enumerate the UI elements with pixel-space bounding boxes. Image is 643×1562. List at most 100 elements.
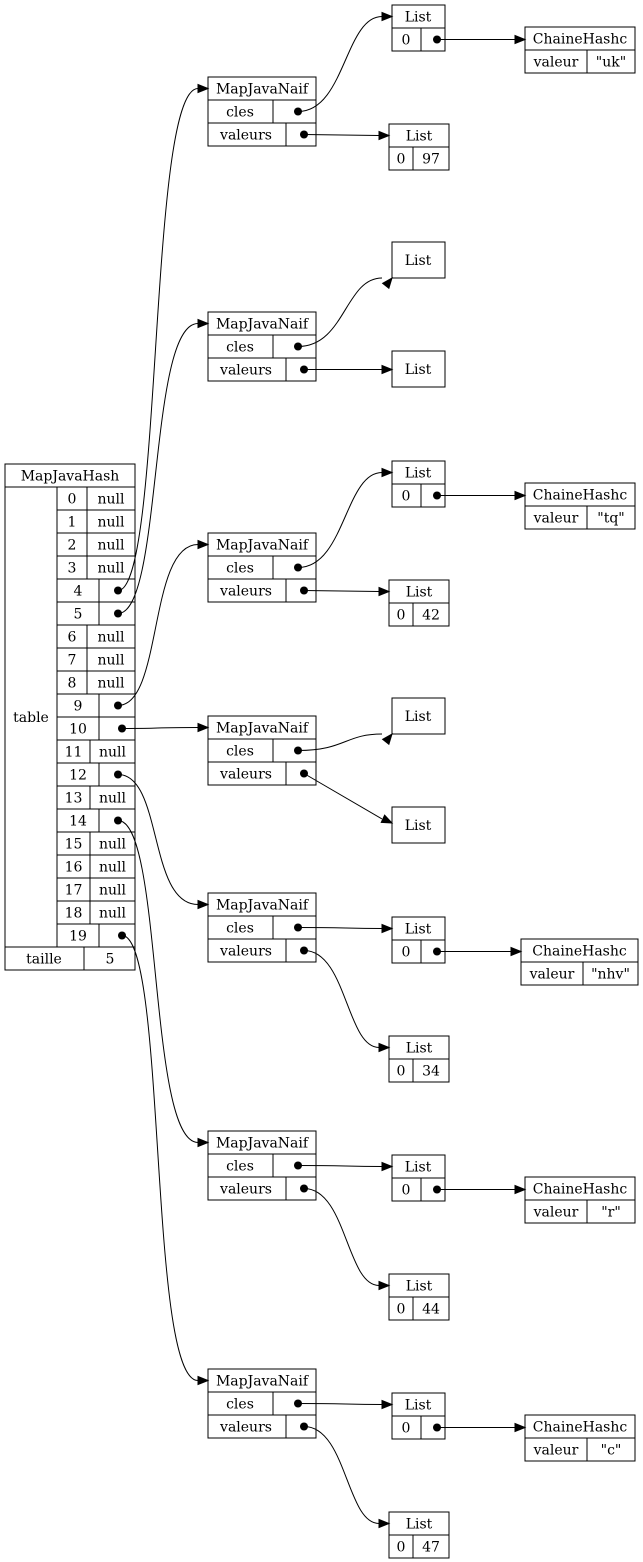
list-value: 47: [422, 1540, 440, 1556]
list-index: 0: [402, 945, 411, 961]
edge-keys-ptr: [297, 11, 394, 112]
list-title: List: [405, 709, 432, 725]
list-box: [391, 697, 446, 735]
slot-index: 5: [74, 607, 83, 623]
arrow-head: [378, 1280, 391, 1291]
arrow-head: [197, 722, 210, 733]
list-title: List: [405, 818, 432, 834]
slot-index: 10: [69, 722, 87, 738]
keys-label: cles: [226, 921, 254, 937]
slot-index: 12: [69, 768, 87, 784]
list-title: List: [406, 585, 433, 601]
edge-line: [297, 16, 383, 112]
string-title: ChaineHashc: [533, 32, 628, 48]
arrow-head: [197, 83, 210, 94]
list-title: List: [406, 1279, 433, 1295]
slot-index: 15: [65, 837, 83, 853]
list-index: 0: [402, 489, 411, 505]
values-label: valeurs: [219, 363, 272, 379]
table-slot: 9: [57, 693, 135, 717]
values-label: valeurs: [219, 767, 272, 783]
edge-slot-to-naif: [117, 83, 210, 591]
list-title: List: [405, 253, 432, 269]
edge-values-ptr: [304, 364, 394, 375]
edge-values-ptr: [303, 773, 394, 824]
edge-slot-to-naif: [121, 935, 210, 1386]
slot-index: 2: [68, 538, 77, 554]
arrow-head: [514, 1422, 527, 1433]
edge-line: [297, 472, 383, 568]
list-value: 42: [422, 608, 440, 624]
naif-box: [207, 76, 317, 147]
values-label: valeurs: [219, 584, 272, 600]
list-title: List: [405, 1398, 432, 1414]
slot-null: null: [99, 791, 127, 807]
edge-values-ptr: [303, 1188, 391, 1291]
size-label: taille: [26, 952, 62, 968]
string-title: ChaineHashc: [533, 488, 628, 504]
arrow-head: [197, 318, 210, 329]
keys-label: cles: [226, 1159, 254, 1175]
list-index: 0: [402, 33, 411, 49]
naif-title: MapJavaNaif: [216, 82, 310, 98]
naif-box: [207, 532, 317, 603]
string-field: valeur: [533, 1205, 579, 1221]
keys-list: List 0: [391, 460, 446, 508]
edge-line: [303, 1426, 380, 1524]
values-list: List: [391, 806, 446, 844]
arrow-head: [197, 1375, 210, 1386]
slot-index: 0: [68, 492, 77, 508]
slot-null: null: [98, 630, 126, 646]
edge-values-ptr: [303, 950, 391, 1053]
arrow-head: [378, 586, 391, 597]
list-title: List: [406, 129, 433, 145]
edge-line: [297, 1165, 383, 1167]
arrow-head: [381, 276, 393, 290]
table-slot: 12: [57, 762, 135, 786]
naif-title: MapJavaNaif: [216, 721, 310, 737]
slot-null: null: [98, 676, 126, 692]
slot-index: 17: [65, 883, 83, 899]
string-value: "r": [601, 1205, 621, 1221]
values-list: List: [391, 350, 446, 388]
keys-list: List: [391, 241, 446, 279]
edge-line: [121, 727, 199, 729]
slot-index: 9: [74, 699, 83, 715]
slot-null: null: [98, 538, 126, 554]
slot-null: null: [99, 745, 127, 761]
slot-null: null: [99, 837, 127, 853]
arrow-head: [378, 130, 391, 141]
arrow-head: [381, 1399, 394, 1410]
slot-index: 7: [68, 653, 77, 669]
naif-box: [207, 311, 317, 382]
table-slot: 10: [57, 716, 135, 740]
slot-null: null: [99, 883, 127, 899]
edge-line: [117, 544, 199, 706]
naif-title: MapJavaNaif: [216, 538, 310, 554]
edge-line: [117, 774, 199, 905]
list-title: List: [405, 466, 432, 482]
string-value: "uk": [596, 55, 626, 71]
arrow-head: [381, 1161, 394, 1172]
list-box: [391, 806, 446, 844]
slot-null: null: [99, 860, 127, 876]
table-slot: 14: [57, 808, 135, 832]
arrow-head: [510, 946, 523, 957]
list-title: List: [405, 1160, 432, 1176]
string-value: "c": [601, 1443, 622, 1459]
edge-slot-to-naif: [121, 722, 210, 733]
